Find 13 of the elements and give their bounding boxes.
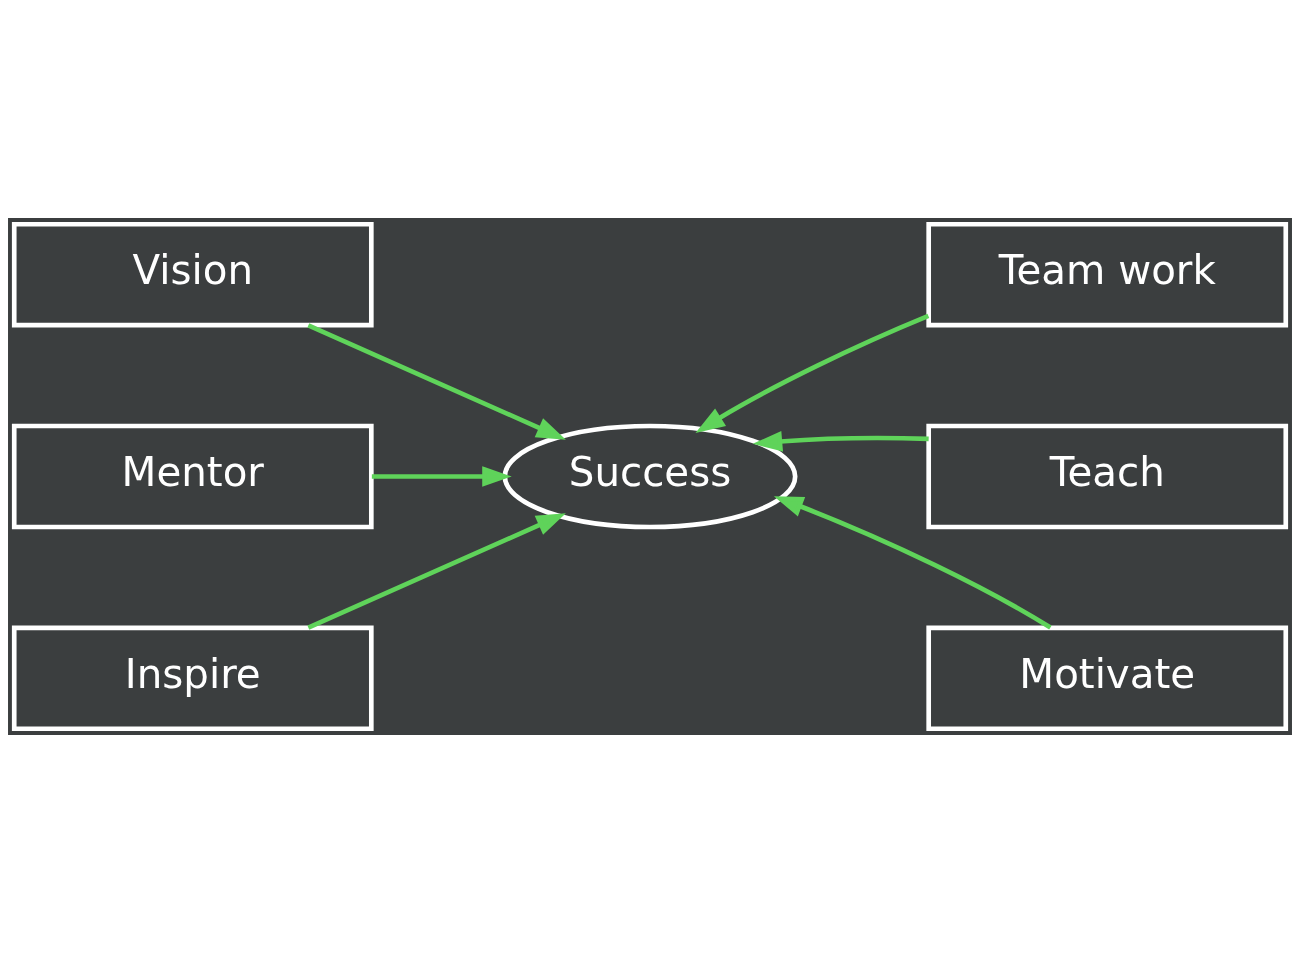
node-box: Teach [926, 423, 1289, 530]
arrow [307, 513, 566, 630]
node-box: Vision [11, 221, 374, 328]
arrow [752, 431, 929, 452]
arrow [371, 466, 512, 487]
arrow [773, 496, 1052, 630]
arrow [307, 323, 566, 440]
node-box: Inspire [11, 625, 374, 732]
node-ellipse: Success [502, 423, 798, 530]
node-box: Motivate [926, 625, 1289, 732]
node-box: Mentor [11, 423, 374, 530]
arrow [695, 313, 930, 433]
node-box: Team work [926, 221, 1289, 328]
